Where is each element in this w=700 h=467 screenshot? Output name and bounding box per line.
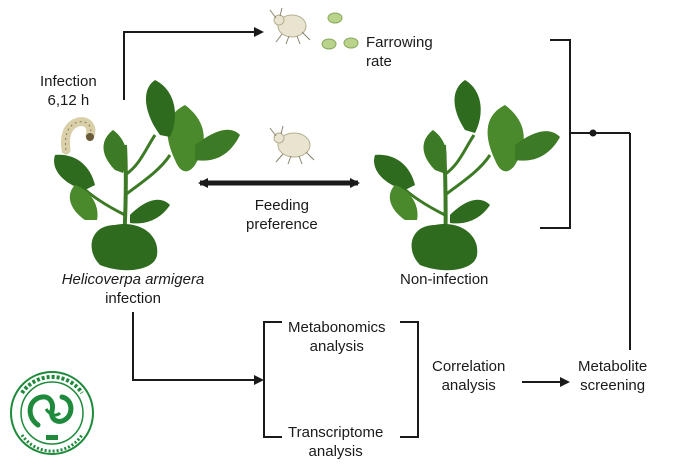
right-bracket	[540, 39, 631, 350]
institute-logo-icon	[10, 371, 94, 455]
omics-left-bracket	[263, 321, 282, 438]
feeding-preference-label: Feeding preference	[246, 197, 318, 233]
cotton-plant-infected-icon	[54, 80, 240, 271]
arrow-to-farrowing	[123, 27, 264, 100]
helicoverpa-infection-label: Helicoverpa armigera infection	[61, 271, 205, 307]
infection-time-label: Infection 6,12 h	[40, 73, 97, 109]
aphid-icon	[269, 7, 311, 45]
non-infection-label: Non-infection	[400, 271, 489, 288]
farrowing-rate-label: Farrowing rate	[366, 34, 433, 70]
caterpillar-icon	[61, 117, 96, 155]
aphid-eggs-icon	[321, 12, 359, 50]
correlation-analysis-label: Correlation analysis	[432, 358, 506, 394]
omics-right-bracket	[400, 321, 419, 438]
metabonomics-analysis-label: Metabonomics analysis	[288, 319, 386, 355]
cotton-plant-healthy-icon	[374, 80, 560, 271]
transcriptome-analysis-label: Transcriptome analysis	[288, 424, 384, 460]
arrow-to-omics	[132, 312, 264, 385]
metabolite-screening-label: Metabolite screening	[578, 358, 648, 394]
aphid-icon	[269, 125, 315, 165]
